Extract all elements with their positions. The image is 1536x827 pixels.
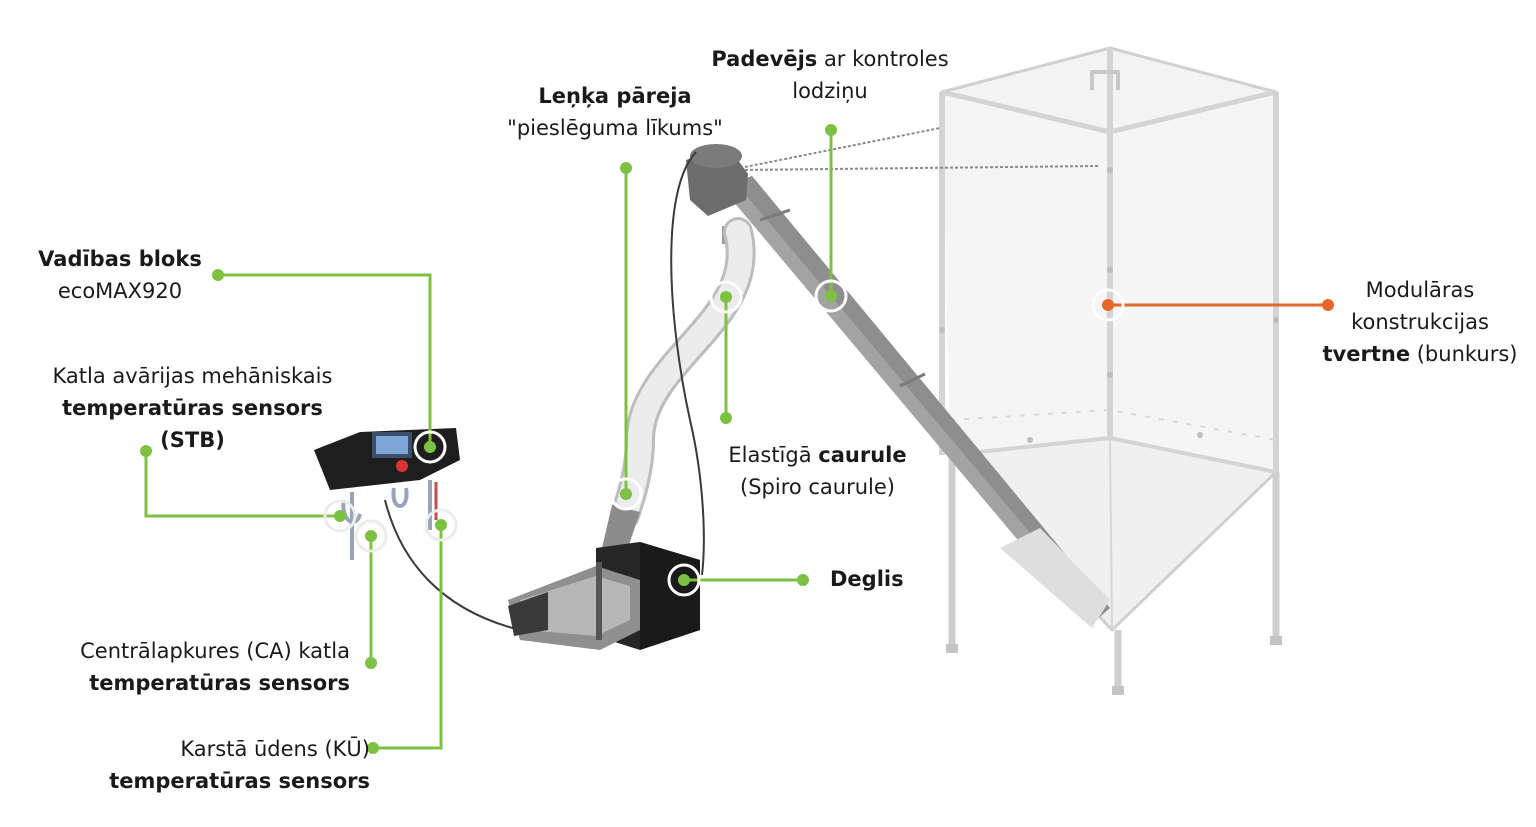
marker-vadibas-bloks [413, 430, 447, 464]
flexible-hose [610, 217, 756, 530]
label-stb: Katla avārijas mehāniskais temperatūras … [20, 360, 365, 456]
ku-line1: Karstā ūdens (KŪ) [180, 737, 370, 761]
stb-bold2: temperatūras sensors [62, 396, 323, 420]
burner [508, 542, 700, 650]
tvertne-bold3: tvertne [1322, 342, 1411, 366]
lenka-line2: "pieslēguma līkums" [507, 116, 723, 140]
callout-end-dot-tvertne [1322, 299, 1334, 311]
ku-bold2: temperatūras sensors [109, 769, 370, 793]
ca-bold2: temperatūras sensors [89, 671, 350, 695]
lenka-bold: Leņķa pāreja [538, 84, 692, 108]
vadibas-line2: ecoMAX920 [57, 279, 183, 303]
feeder-cable [670, 151, 705, 576]
label-ca-sensor: Centrālapkures (CA) katla temperatūras s… [20, 635, 350, 699]
vadibas-bold: Vadības bloks [38, 247, 202, 271]
label-padevejs: Padevējs ar kontroles lodziņu [690, 43, 970, 107]
callout-end-dots [140, 124, 837, 754]
label-elastiga-caurule: Elastīgā caurule (Spiro caurule) [710, 439, 925, 503]
elastiga-line2: (Spiro caurule) [740, 475, 895, 499]
marker-padevejs [814, 279, 848, 313]
feeder-chain [739, 127, 1099, 171]
marker-lenka-pareja [609, 477, 643, 511]
padevejs-bold: Padevējs [711, 47, 818, 71]
elastiga-pre: Elastīgā [728, 443, 819, 467]
padevejs-line2: lodziņu [792, 79, 868, 103]
label-tvertne: Modulāras konstrukcijas tvertne (bunkurs… [1310, 274, 1530, 370]
padevejs-rest: ar kontroles [817, 47, 949, 71]
marker-deglis [667, 563, 701, 597]
tvertne-line2: konstrukcijas [1351, 310, 1489, 334]
marker-elastiga-caurule [709, 280, 743, 314]
label-lenka-pareja: Leņķa pāreja "pieslēguma līkums" [480, 80, 750, 144]
stb-bold3: (STB) [160, 428, 225, 452]
angle-elbow [602, 505, 640, 548]
deglis-bold: Deglis [830, 567, 904, 591]
ca-line1: Centrālapkures (CA) katla [80, 639, 350, 663]
label-vadibas-bloks: Vadības bloks ecoMAX920 [20, 243, 220, 307]
controller-cable [384, 499, 521, 631]
marker-ca-sensor [354, 519, 388, 553]
label-ku-sensor: Karstā ūdens (KŪ) temperatūras sensors [60, 733, 370, 797]
marker-tvertne [1091, 288, 1125, 322]
marker-stb-sensor [323, 499, 357, 533]
stb-line1: Katla avārijas mehāniskais [52, 364, 333, 388]
elastiga-bold: caurule [818, 443, 907, 467]
label-deglis: Deglis [830, 563, 950, 595]
tvertne-rest3: (bunkurs) [1410, 342, 1518, 366]
marker-ku-sensor [424, 508, 458, 542]
hopper [939, 46, 1282, 695]
tvertne-line1: Modulāras [1365, 278, 1475, 302]
callout-lines [144, 130, 833, 750]
